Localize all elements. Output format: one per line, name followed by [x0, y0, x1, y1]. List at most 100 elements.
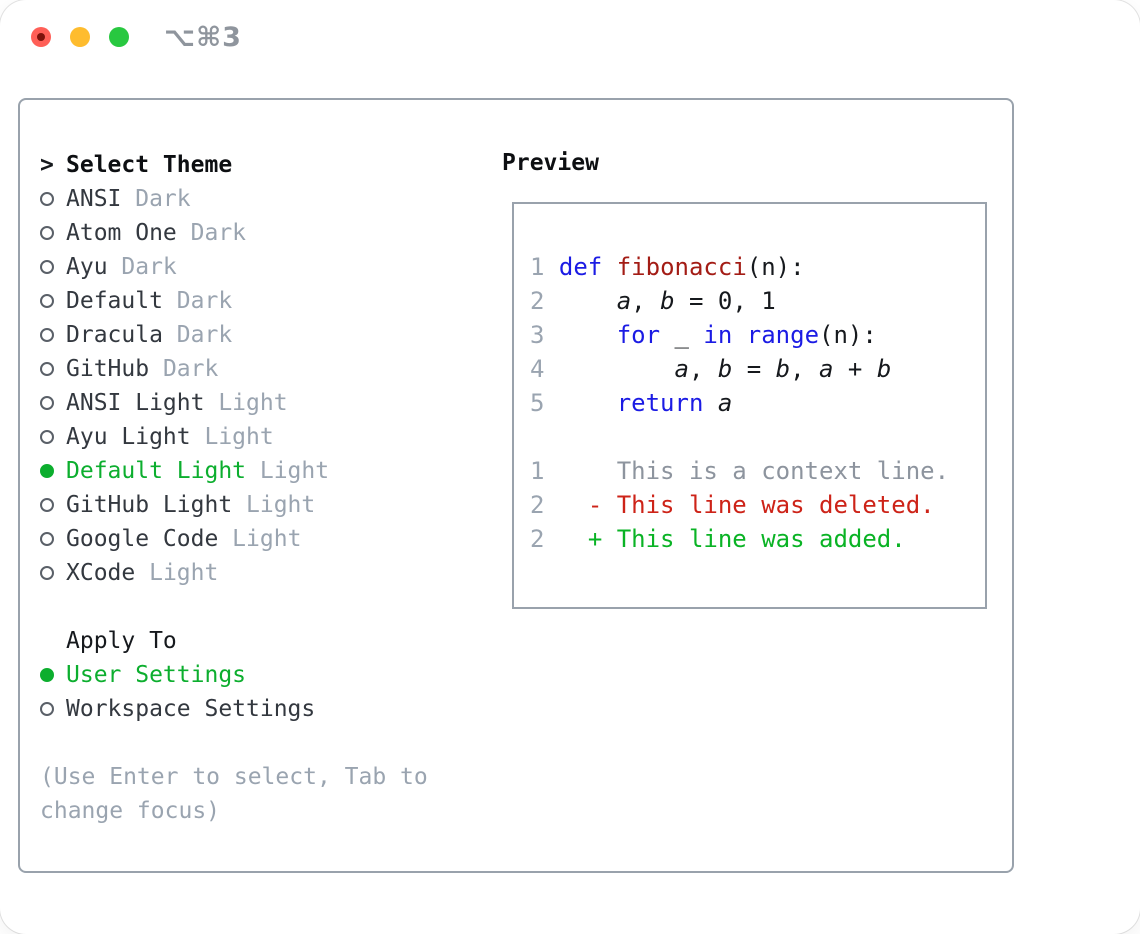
apply-option-user-settings[interactable]: User Settings: [40, 658, 490, 692]
code-token-ln: 2: [530, 287, 545, 315]
code-token-pl: [544, 355, 674, 383]
code-line: 5 return a: [530, 386, 975, 420]
option-label: Ayu: [66, 254, 108, 280]
option-variant-label: Light: [246, 458, 330, 484]
radio-unselected-icon[interactable]: [40, 226, 66, 240]
option-label: Workspace Settings: [66, 696, 316, 722]
theme-option-ansi[interactable]: ANSI Dark: [40, 182, 490, 216]
minimize-button[interactable]: [70, 27, 90, 47]
radio-unselected-icon[interactable]: [40, 498, 66, 512]
option-variant-label: Dark: [121, 186, 191, 212]
code-token-pl: [544, 525, 587, 553]
code-line: 4 a, b = b, a + b: [530, 352, 975, 386]
radio-circle: [40, 464, 54, 478]
keyboard-hint: (Use Enter to select, Tab to change focu…: [40, 764, 428, 824]
radio-unselected-icon[interactable]: [40, 396, 66, 410]
option-label: User Settings: [66, 662, 247, 688]
code-token-pl: (n):: [819, 321, 877, 349]
radio-unselected-icon[interactable]: [40, 362, 66, 376]
theme-option-dracula[interactable]: Dracula Dark: [40, 318, 490, 352]
theme-option-ayu[interactable]: Ayu Dark: [40, 250, 490, 284]
radio-circle: [40, 430, 54, 444]
option-variant-label: Dark: [176, 220, 247, 246]
theme-option-default-light[interactable]: Default Light Light: [40, 454, 490, 488]
theme-option-default[interactable]: Default Dark: [40, 284, 490, 318]
apply-option-workspace-settings[interactable]: Workspace Settings: [40, 692, 490, 726]
code-token-pl: [544, 253, 558, 281]
zoom-button[interactable]: [109, 27, 129, 47]
code-token-ln: 2: [530, 525, 545, 553]
preview-title: Preview: [502, 150, 599, 176]
code-token-pl: = 0, 1: [674, 287, 776, 315]
radio-circle: [40, 362, 54, 376]
theme-option-github-light[interactable]: GitHub Light Light: [40, 488, 490, 522]
code-token-kw: in: [703, 321, 733, 349]
code-token-ln: 4: [530, 355, 545, 383]
code-token-var: a: [717, 389, 733, 417]
code-token-ln: 5: [530, 389, 545, 417]
code-token-pl: [544, 389, 616, 417]
theme-option-ayu-light[interactable]: Ayu Light Light: [40, 420, 490, 454]
theme-option-google-code[interactable]: Google Code Light: [40, 522, 490, 556]
radio-circle: [40, 532, 54, 546]
option-label: Google Code: [66, 526, 219, 552]
traffic-lights: [31, 27, 129, 47]
code-token-var: b: [876, 355, 892, 383]
code-token-var: b: [717, 355, 733, 383]
code-token-ln: 2: [530, 491, 545, 519]
option-label: GitHub Light: [66, 492, 233, 518]
radio-circle: [40, 226, 54, 240]
radio-unselected-icon[interactable]: [40, 532, 66, 546]
cursor-marker: >: [40, 152, 66, 178]
code-token-var: a: [674, 355, 689, 383]
radio-unselected-icon[interactable]: [40, 566, 66, 580]
option-label: Default: [66, 288, 163, 314]
theme-option-xcode[interactable]: XCode Light: [40, 556, 490, 590]
code-token-var: a: [819, 355, 834, 383]
option-label: Atom One: [66, 220, 177, 246]
code-token-del: - This line was deleted.: [587, 491, 935, 519]
radio-unselected-icon[interactable]: [40, 702, 66, 716]
code-token-pl: [602, 253, 616, 281]
theme-option-atom-one[interactable]: Atom One Dark: [40, 216, 490, 250]
option-variant-label: Light: [204, 390, 288, 416]
option-label: Ayu Light: [66, 424, 191, 450]
radio-selected-icon[interactable]: [40, 668, 66, 682]
radio-unselected-icon[interactable]: [40, 328, 66, 342]
code-token-pl: [544, 457, 616, 485]
option-variant-label: Dark: [149, 356, 219, 382]
close-button[interactable]: [31, 27, 51, 47]
radio-circle: [40, 192, 54, 206]
radio-unselected-icon[interactable]: [40, 294, 66, 308]
code-line: 2 - This line was deleted.: [530, 488, 975, 522]
radio-unselected-icon[interactable]: [40, 192, 66, 206]
radio-circle: [40, 260, 54, 274]
option-label: Default Light: [66, 458, 247, 484]
code-token-kw: range: [746, 321, 820, 349]
option-variant-label: Light: [232, 492, 316, 518]
radio-unselected-icon[interactable]: [40, 260, 66, 274]
code-token-pl: ,: [631, 287, 661, 315]
code-token-pl: [544, 321, 616, 349]
code-token-var: b: [775, 355, 791, 383]
radio-circle: [40, 328, 54, 342]
theme-option-github[interactable]: GitHub Dark: [40, 352, 490, 386]
code-token-ln: 3: [530, 321, 545, 349]
theme-list-title: Select Theme: [66, 152, 233, 178]
apply-to-title: Apply To: [66, 628, 177, 654]
code-token-pl: ,: [688, 355, 718, 383]
theme-option-ansi-light[interactable]: ANSI Light Light: [40, 386, 490, 420]
code-line: 2 a, b = 0, 1: [530, 284, 975, 318]
option-variant-label: Light: [190, 424, 274, 450]
radio-unselected-icon[interactable]: [40, 430, 66, 444]
code-line: 2 + This line was added.: [530, 522, 975, 556]
code-token-pl: ,: [790, 355, 820, 383]
code-token-var: a: [616, 287, 632, 315]
radio-selected-icon[interactable]: [40, 464, 66, 478]
